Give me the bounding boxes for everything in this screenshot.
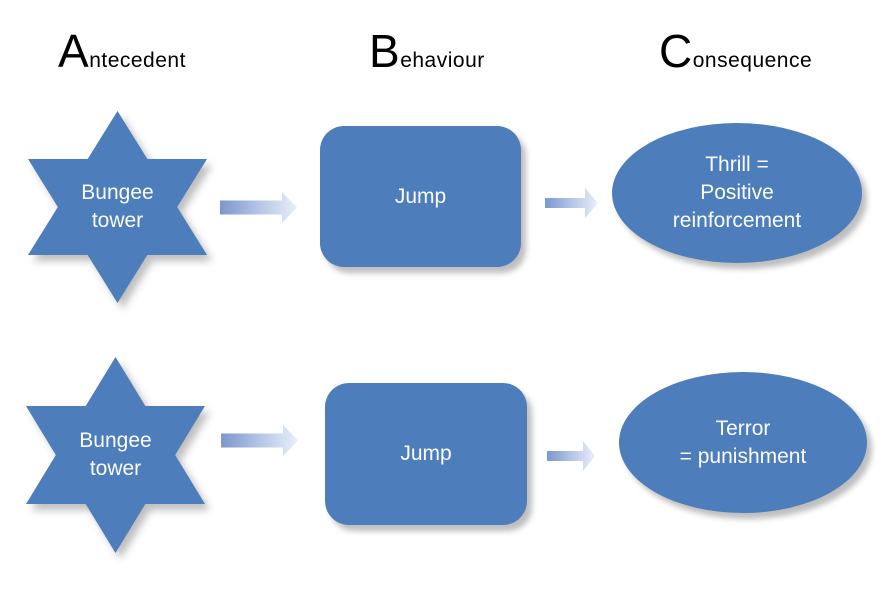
behaviour-box-row2: Jump	[325, 383, 527, 525]
antecedent-star-row2: Bungee tower	[26, 357, 205, 553]
header-rest: ntecedent	[89, 49, 186, 72]
behaviour-box-row1: Jump	[320, 126, 521, 267]
behaviour-label-row1: Jump	[394, 184, 447, 208]
header-initial: B	[369, 25, 401, 77]
header-initial: C	[659, 25, 693, 77]
header-initial: A	[58, 25, 90, 77]
right-arrow-icon	[221, 425, 298, 456]
right-arrow-icon	[545, 188, 598, 218]
consequence-ellipse-row1: Thrill = Positive reinforcement	[612, 123, 862, 263]
six-point-star-icon	[28, 111, 207, 303]
consequence-ellipse-row2: Terror = punishment	[619, 372, 867, 513]
behaviour-label-row2: Jump	[400, 442, 452, 465]
header-rest: onsequence	[692, 49, 813, 72]
consequence-label-row2: Terror = punishment	[679, 416, 807, 468]
six-point-star-icon	[26, 357, 205, 553]
header-rest: ehaviour	[400, 49, 485, 72]
right-arrow-icon	[220, 192, 297, 223]
right-arrow-icon	[547, 441, 595, 471]
consequence-label-row1: Thrill = Positive reinforcement	[672, 153, 802, 232]
antecedent-star-row1: Bungee tower	[28, 111, 207, 303]
